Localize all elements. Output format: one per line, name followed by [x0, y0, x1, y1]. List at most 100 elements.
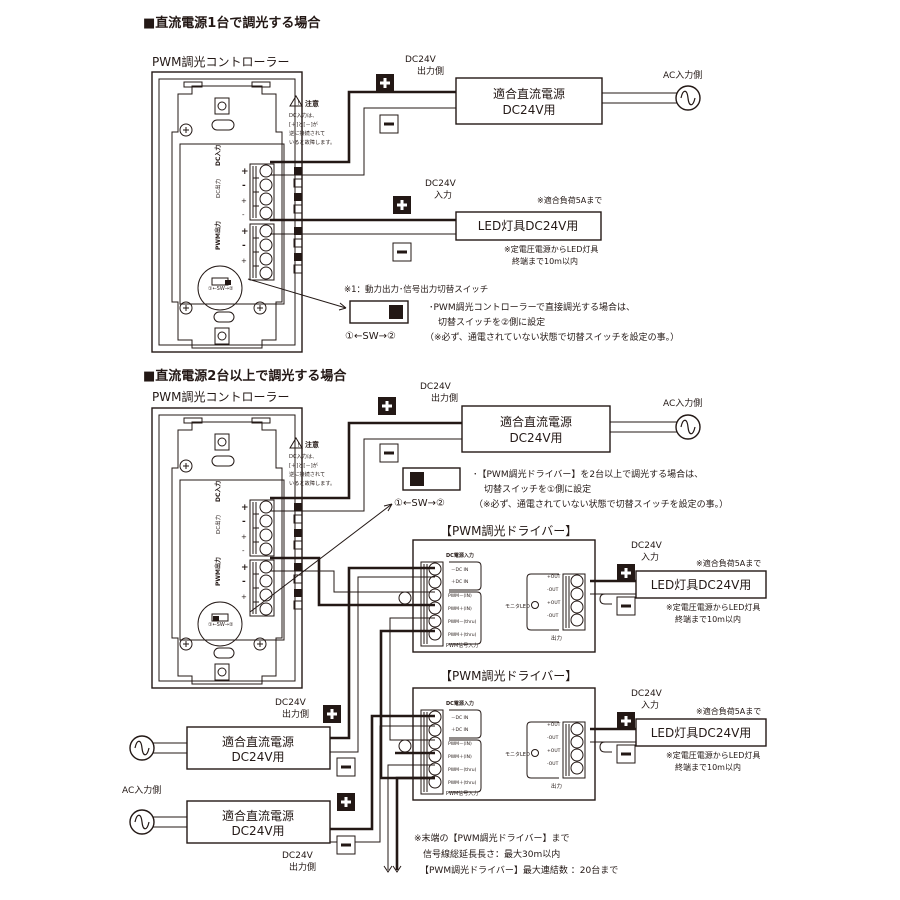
driver2-dc-in-label: DC電源入力 [446, 700, 474, 707]
section2-ac-label-top: AC入力側 [663, 397, 702, 409]
svg-text:PWM＋(thru): PWM＋(thru) [448, 632, 477, 638]
continuation-mark [383, 865, 402, 873]
section2-psu-top-minus-badge [378, 442, 400, 464]
section1-psu-plus-badge [374, 72, 396, 94]
driver2-wire-dc-plus [330, 714, 435, 831]
section2-psu-bottom-minus-badge [335, 834, 357, 856]
section1-ac-wire [602, 92, 678, 104]
svg-text:!: ! [297, 100, 299, 107]
svg-text:+OUT: +OUT [547, 600, 561, 606]
section2-ac-label-mid: AC入力側 [122, 784, 161, 796]
section2-psu-top-plus-badge [376, 395, 398, 417]
section2-controller-switch-label: ①←SW→② [208, 622, 234, 628]
section1-switch-note-title: ※1：動力出力･信号出力切替スイッチ [344, 284, 488, 295]
section2-psu-bottom-output-label1: DC24V [282, 851, 314, 861]
svg-text:＋DC IN: ＋DC IN [451, 579, 468, 585]
driver1-pwm-in-label: PWM信号入力 [446, 642, 478, 649]
section1-psu-minus-badge [378, 113, 400, 135]
section2-psu-mid-name1: 適合直流電源 [222, 734, 294, 749]
svg-text:-OUT: -OUT [547, 587, 559, 593]
driver2-led-input-label1: DC24V [631, 689, 663, 699]
section1-ac-label: AC入力側 [663, 69, 702, 81]
section2-controller-title: PWM調光コントローラー [152, 390, 289, 404]
section2-switch-sw-label: ①←SW→② [394, 498, 445, 509]
section1-switch-note-line1: ･PWM調光コントローラーで直接調光する場合は、 [429, 301, 635, 313]
section2-psu-mid-name2: DC24V用 [231, 750, 284, 764]
svg-text:PWM－(thru): PWM－(thru) [448, 767, 477, 773]
section1-switch-note-line2: 切替スイッチを②側に設定 [438, 316, 545, 328]
section2-psu-top-output-label2: 出力側 [431, 392, 458, 404]
svg-text:注意: 注意 [305, 440, 319, 449]
section2-psu-mid-minus-badge [335, 756, 357, 778]
svg-text:逆に接続されて: 逆に接続されて [289, 470, 325, 478]
section2-psu-mid-plus-badge [321, 703, 343, 725]
driver2-led-name: LED灯具DC24V用 [651, 726, 752, 740]
svg-text:+OUT: +OUT [547, 574, 561, 580]
svg-text:PWM＋(IN): PWM＋(IN) [448, 606, 472, 612]
section2-pwm-output-label: PWM出力 [214, 557, 222, 586]
thru-wire-plus-2 [395, 776, 435, 870]
section1-controller-title: PWM調光コントローラー [152, 55, 289, 69]
svg-text:PWM－(IN): PWM－(IN) [448, 741, 472, 747]
section1-led-minus-badge [391, 241, 413, 263]
section2-psu-bottom-plus-badge [335, 791, 357, 813]
driver1-led-plus-badge [615, 562, 637, 584]
section2-wire-dc-minus [270, 438, 462, 512]
svg-text:注意: 注意 [305, 99, 319, 108]
section1-controller-switch-knob [225, 280, 231, 285]
section2-dc-output-label: DC出力 [214, 515, 222, 534]
section1-pwm-output-label: PWM出力 [214, 221, 222, 250]
section2-ac-wire-mid [152, 742, 187, 754]
svg-text:＋DC IN: ＋DC IN [451, 727, 468, 733]
driver1-led-minus-badge [615, 595, 637, 617]
section1-led-plus-badge [391, 194, 413, 216]
driver1-led-note-dist2: 終端まで10m以内 [675, 614, 741, 624]
svg-text:-OUT: -OUT [547, 735, 559, 741]
driver1-wire-dc-plus [330, 566, 435, 740]
driver2-led-note-dist1: ※定電圧電源からLED灯具 [666, 750, 760, 760]
svg-text:－DC IN: －DC IN [451, 715, 468, 721]
section1-caution: ! 注意 DC入力は、 [＋]と[－]が 逆に接続されて いると故障します。 [289, 95, 335, 146]
section1-led-box [455, 211, 602, 241]
section1-psu-output-label1: DC24V [405, 55, 437, 65]
section2-ac-wire-top [610, 421, 678, 433]
svg-text:PWM＋(thru): PWM＋(thru) [448, 780, 477, 786]
section2-psu-mid-box [186, 726, 331, 770]
section2-controller-faceplate [151, 407, 303, 689]
warning-icon [289, 95, 303, 107]
section2-wire-pwm-minus [270, 570, 435, 593]
section2-wire-pwm-plus [270, 556, 435, 607]
section2-switch-note-line1: ･【PWM調光ドライバー】を2台以上で調光する場合は、 [473, 468, 703, 480]
svg-text:いると故障します。: いると故障します。 [289, 479, 335, 487]
svg-text:+OUT: +OUT [547, 748, 561, 754]
section1-psu-output-label2: 出力側 [417, 65, 444, 77]
driver1-led-note-dist1: ※定電圧電源からLED灯具 [666, 602, 760, 612]
section2-psu-top-name2: DC24V用 [509, 431, 562, 445]
section1-led-input-label2: 入力 [434, 189, 452, 201]
driver2-led-box [635, 718, 767, 747]
svg-text:DC入力は、: DC入力は、 [289, 452, 317, 460]
driver2-led-minus-badge [615, 743, 637, 765]
driver1-led-input-label1: DC24V [631, 541, 663, 551]
section1-psu-name1: 適合直流電源 [493, 86, 565, 101]
driver1-cable-ring [398, 591, 412, 605]
svg-text:逆に接続されて: 逆に接続されて [289, 129, 325, 137]
section1-psu-name2: DC24V用 [502, 103, 555, 117]
section1-ac-source-icon [675, 85, 701, 111]
driver1-monitor-led-label: モニタLED [505, 603, 530, 610]
section1-switch-sw-label: ①←SW→② [345, 331, 396, 342]
section2-psu-mid-output-label2: 出力側 [282, 708, 309, 720]
driver2-title: 【PWM調光ドライバー】 [440, 669, 577, 683]
driver2-led-plus-badge [615, 710, 637, 732]
section2-caution: ! 注意 DC入力は、 [＋]と[－]が 逆に接続されて いると故障します。 [289, 437, 335, 487]
section2-psu-top-output-label1: DC24V [420, 382, 452, 392]
svg-text:いると故障します。: いると故障します。 [289, 138, 335, 146]
section2-heading: ■直流電源2台以上で調光する場合 [143, 368, 347, 384]
driver2-monitor-led-label: モニタLED [505, 751, 530, 758]
footer-note-line1: ※末端の【PWM調光ドライバー】まで [414, 832, 569, 844]
section1-led-input-label1: DC24V [425, 179, 457, 189]
section2-psu-top-name1: 適合直流電源 [500, 414, 572, 429]
section1-wire-dc-minus [270, 107, 456, 176]
section1-callout-line [247, 278, 347, 309]
